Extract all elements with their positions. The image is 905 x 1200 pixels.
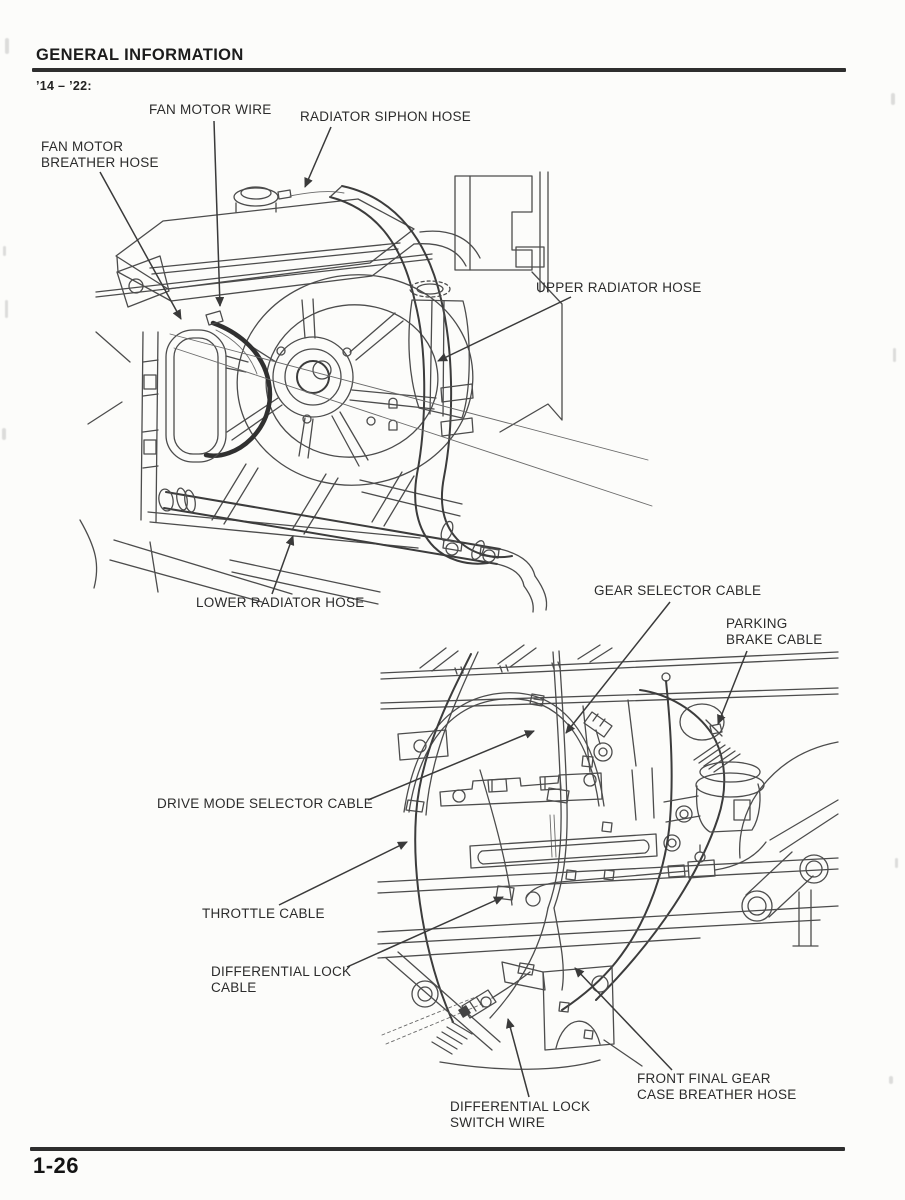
upper-radiator-hose-drawing bbox=[330, 186, 512, 564]
figure-cable-routing bbox=[375, 645, 840, 1073]
page-title: GENERAL INFORMATION bbox=[36, 46, 244, 64]
label-front-final-gear-case-breather-hose: FRONT FINAL GEAR CASE BREATHER HOSE bbox=[637, 1071, 797, 1103]
center-bracket bbox=[502, 962, 614, 1050]
leader-differential-lock-switch-wire bbox=[505, 1018, 529, 1097]
leader-upper-radiator-hose bbox=[437, 297, 571, 361]
scan-artifact bbox=[893, 348, 896, 362]
radiator-left-frame bbox=[80, 256, 169, 588]
brake-line-fittings bbox=[526, 842, 766, 898]
frame-rails bbox=[381, 645, 838, 851]
parking-brake-assembly bbox=[664, 704, 764, 832]
leader-fan-motor-wire bbox=[214, 121, 225, 307]
scan-artifact bbox=[2, 428, 6, 440]
label-throttle-cable: THROTTLE CABLE bbox=[202, 906, 325, 921]
scan-artifact bbox=[889, 1076, 893, 1084]
leader-front-final-gear-case-breather-hose bbox=[574, 967, 672, 1070]
scan-artifact bbox=[891, 93, 895, 105]
right-frame-and-reserve-tank bbox=[170, 172, 652, 506]
label-radiator-siphon-hose: RADIATOR SIPHON HOSE bbox=[300, 109, 472, 124]
label-drive-mode-selector-cable: DRIVE MODE SELECTOR CABLE bbox=[157, 796, 374, 811]
slotted-plate bbox=[470, 756, 657, 880]
leader-fan-motor-breather-hose bbox=[100, 172, 181, 320]
fan-motor-wire-drawing bbox=[206, 311, 270, 456]
label-fan-motor-breather-hose: FAN MOTOR BREATHER HOSE bbox=[41, 139, 159, 171]
label-differential-lock-cable: DIFFERENTIAL LOCK CABLE bbox=[211, 964, 352, 996]
label-parking-brake-cable: PARKING BRAKE CABLE bbox=[726, 616, 823, 648]
page-number: 1-26 bbox=[33, 1153, 80, 1178]
lower-right-tubes bbox=[742, 800, 838, 946]
throttle-cable-drawing bbox=[415, 652, 478, 1022]
label-gear-selector-cable: GEAR SELECTOR CABLE bbox=[594, 583, 762, 598]
leader-lower-radiator-hose bbox=[272, 535, 295, 594]
leader-gear-selector-cable bbox=[565, 602, 670, 734]
scan-artifact bbox=[895, 858, 898, 868]
under-fan-frame bbox=[110, 464, 462, 604]
fan-motor-breather-hose-drawing bbox=[166, 330, 248, 462]
leader-radiator-siphon-hose bbox=[305, 127, 331, 188]
scan-artifact bbox=[5, 300, 8, 318]
leader-drive-mode-selector-cable bbox=[368, 730, 535, 800]
model-years: ’14 – ’22: bbox=[36, 79, 92, 93]
lower-frame-rails bbox=[378, 858, 838, 1069]
breather-hose-drawing bbox=[562, 673, 672, 1010]
footer-rule bbox=[30, 1147, 845, 1151]
leader-throttle-cable bbox=[279, 842, 408, 905]
leader-differential-lock-cable bbox=[347, 897, 504, 967]
label-fan-motor-wire: FAN MOTOR WIRE bbox=[149, 102, 272, 117]
leader-parking-brake-cable bbox=[717, 651, 747, 725]
header-rule bbox=[32, 68, 846, 72]
scan-artifact bbox=[5, 38, 9, 54]
label-lower-radiator-hose: LOWER RADIATOR HOSE bbox=[196, 595, 365, 610]
mounting-bracket-plate bbox=[398, 730, 602, 806]
label-upper-radiator-hose: UPPER RADIATOR HOSE bbox=[536, 280, 702, 295]
cooling-fan-shroud bbox=[225, 261, 485, 498]
scan-artifact bbox=[3, 246, 6, 256]
label-differential-lock-switch-wire: DIFFERENTIAL LOCK SWITCH WIRE bbox=[450, 1099, 591, 1131]
